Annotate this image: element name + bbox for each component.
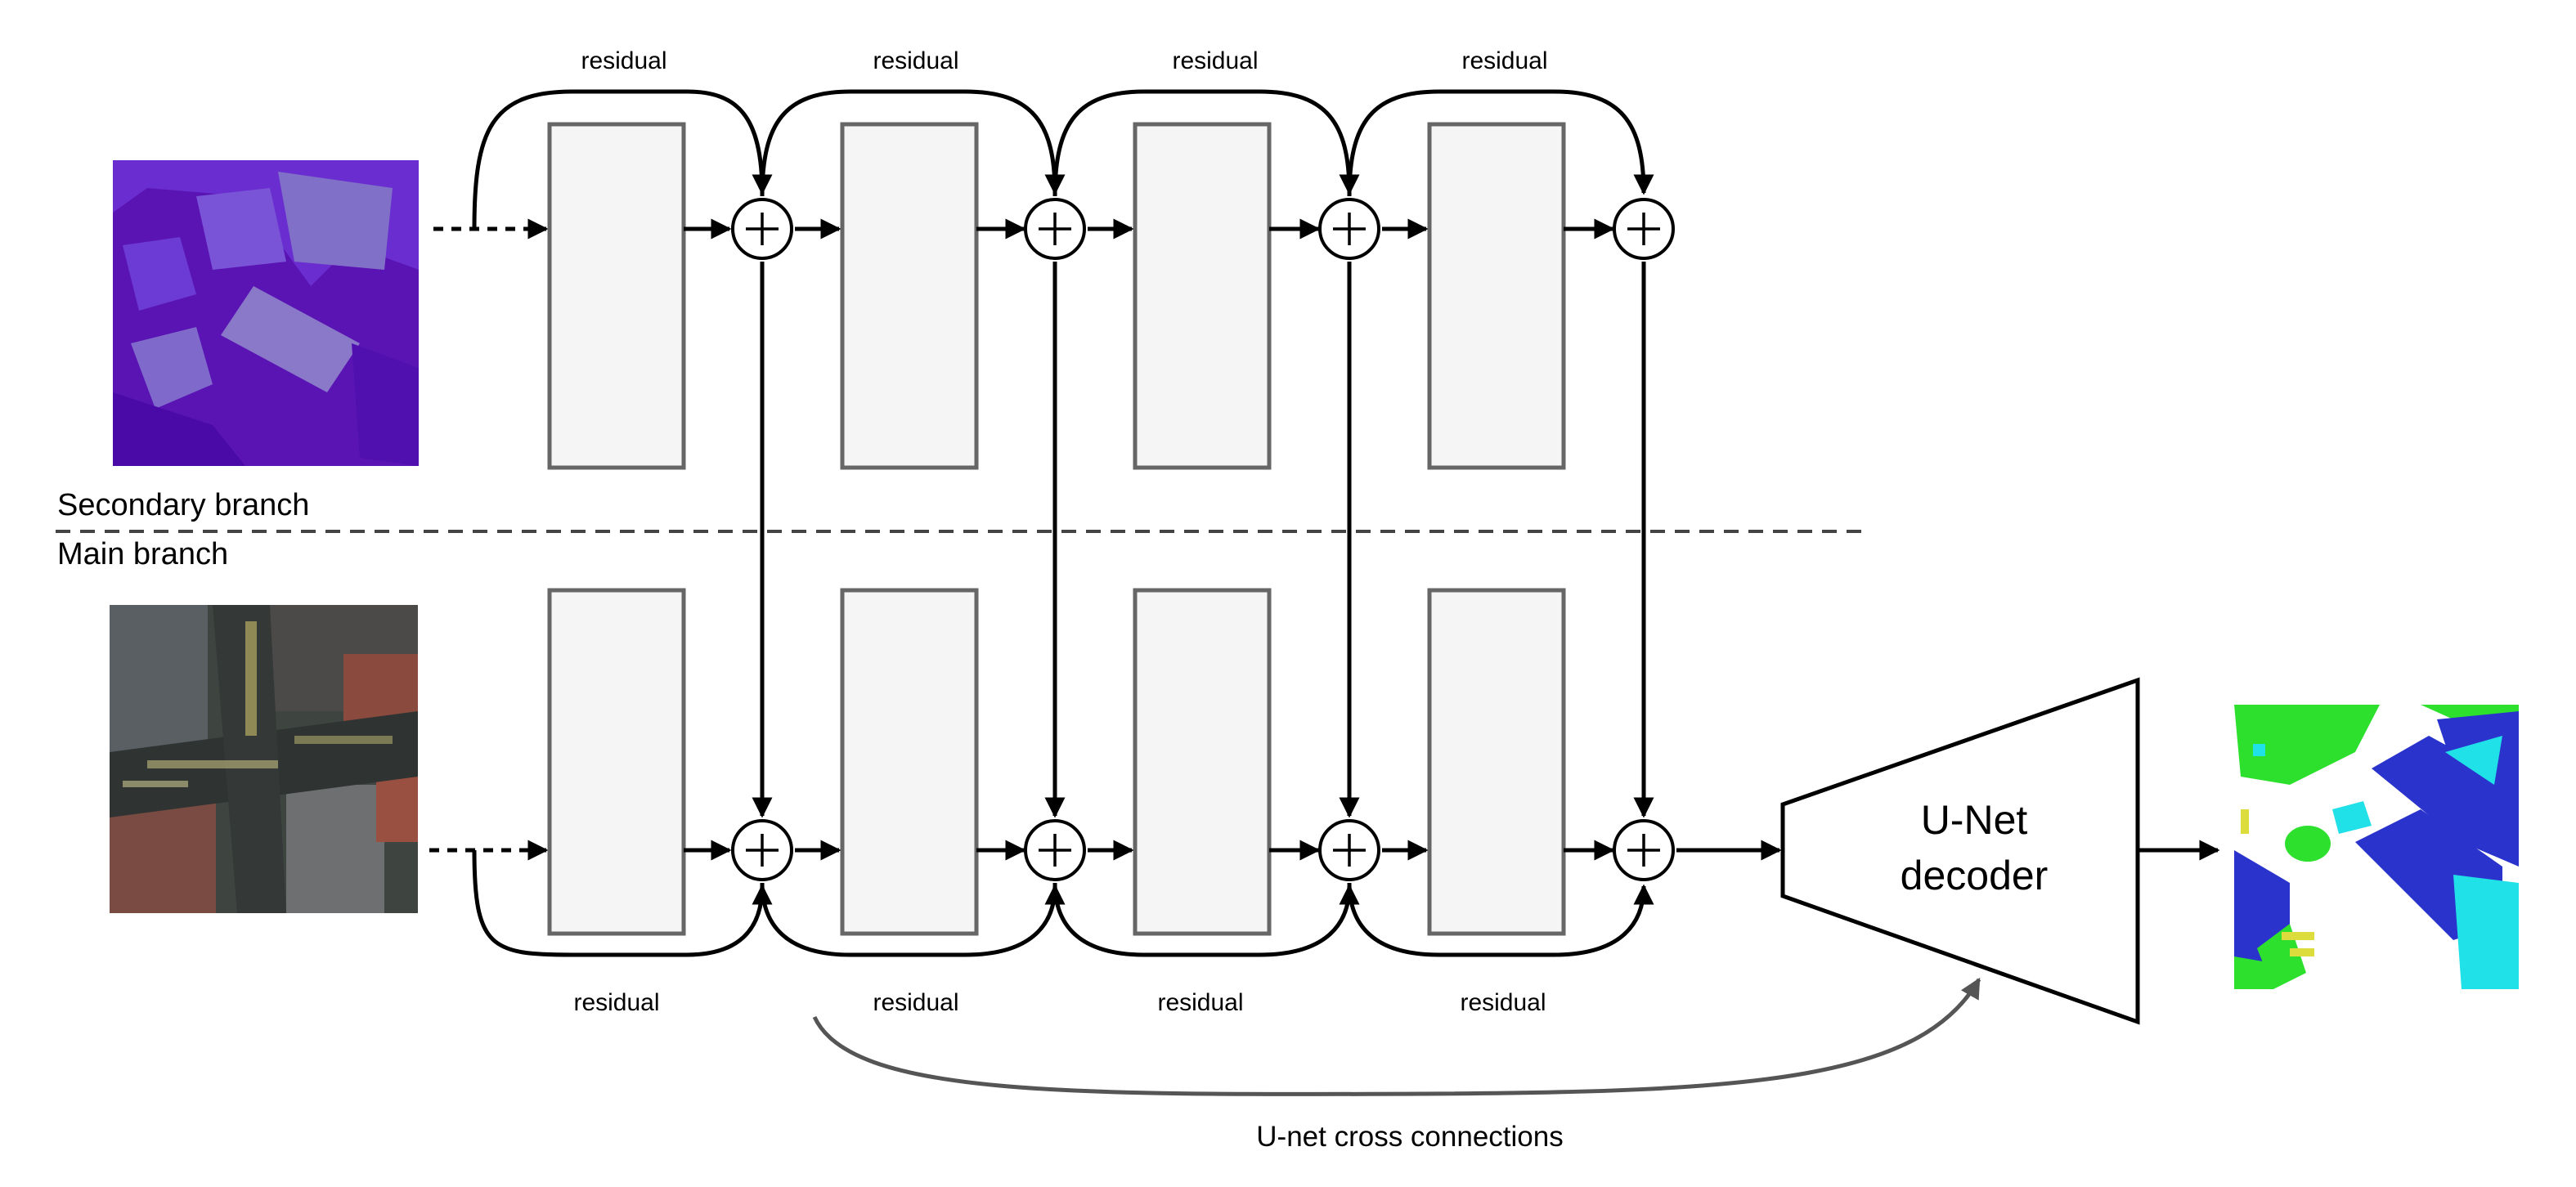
secondary-residual-arc: [1052, 89, 1360, 197]
sum-node-icon: [1318, 198, 1380, 260]
secondary-residual-start: [472, 89, 773, 230]
residual-label: residual: [1157, 989, 1243, 1016]
main-residual-arc: [760, 882, 1066, 957]
residual-label: residual: [873, 47, 958, 74]
residual-label: residual: [873, 989, 958, 1016]
main-block-3: [1133, 588, 1272, 936]
sum-node-icon: [731, 819, 793, 881]
secondary-branch-label: Secondary branch: [57, 488, 309, 522]
decoder-label-line1: U-Net: [1921, 797, 2028, 843]
residual-label: residual: [1461, 47, 1547, 74]
residual-label: residual: [1460, 989, 1546, 1016]
main-block-2: [840, 588, 979, 936]
main-residual-start: [472, 849, 773, 957]
residual-label: residual: [581, 47, 666, 74]
aerial-photo-icon: [110, 605, 418, 913]
secondary-residual-arc: [760, 89, 1066, 197]
decoder-label-line2: decoder: [1901, 853, 2049, 898]
cross-connections-label: U-net cross connections: [1256, 1121, 1563, 1153]
residual-label: residual: [573, 989, 659, 1016]
sum-node-icon: [731, 198, 793, 260]
sum-node-icon: [1613, 819, 1675, 881]
sum-node-icon: [1318, 819, 1380, 881]
main-branch-label: Main branch: [57, 537, 228, 571]
secondary-block-3: [1133, 122, 1272, 470]
unet-decoder-block: [1780, 677, 2140, 1025]
main-block-1: [547, 588, 686, 936]
main-residual-arc: [1052, 882, 1360, 957]
segmentation-map-icon: [2234, 705, 2519, 989]
secondary-residual-arc: [1347, 89, 1654, 197]
secondary-block-4: [1427, 122, 1566, 470]
sum-node-icon: [1024, 198, 1086, 260]
secondary-block-2: [840, 122, 979, 470]
sum-node-icon: [1024, 819, 1086, 881]
main-block-4: [1427, 588, 1566, 936]
residual-label: residual: [1172, 47, 1258, 74]
height-map-icon: [113, 160, 419, 466]
main-residual-arc: [1347, 882, 1654, 957]
cross-connection-arrow: [812, 977, 1981, 1096]
sum-node-icon: [1613, 198, 1675, 260]
secondary-block-1: [547, 122, 686, 470]
